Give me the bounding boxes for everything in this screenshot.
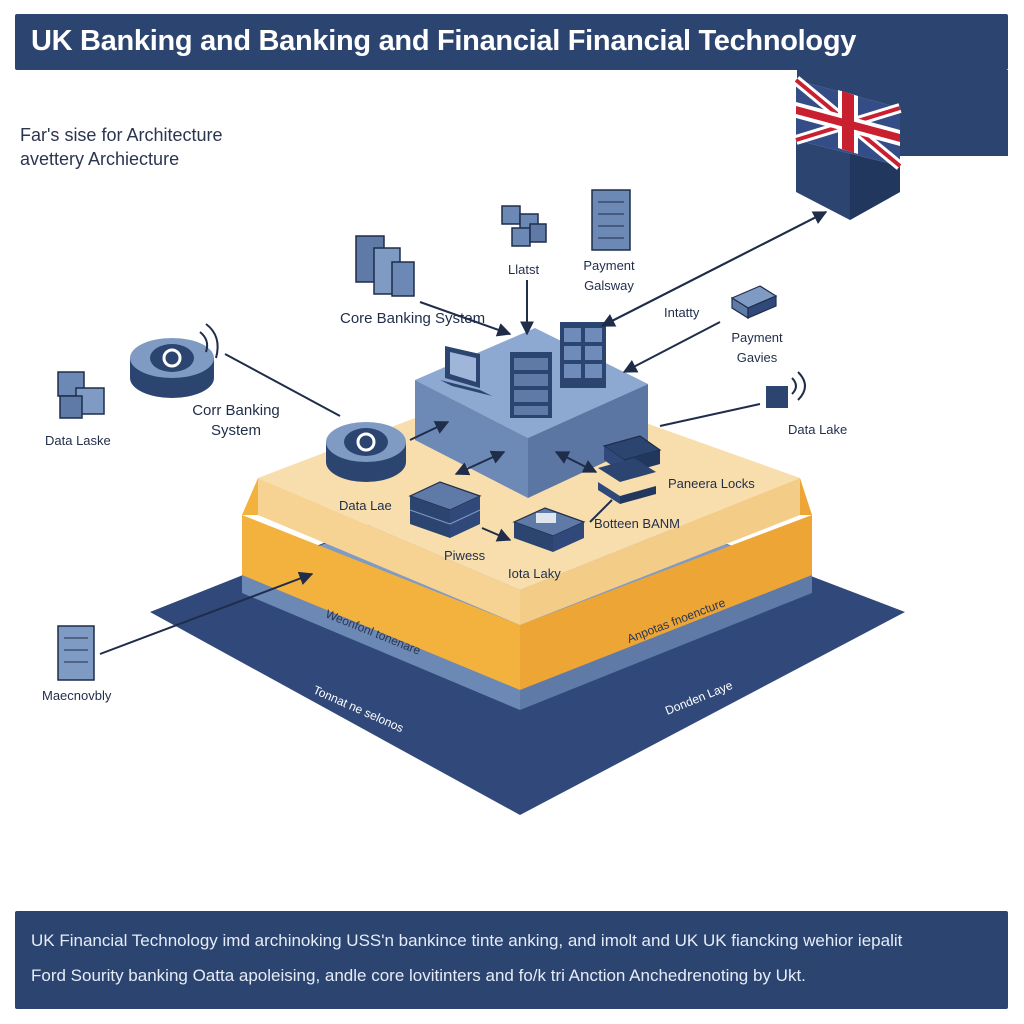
label-paneera-locks: Paneera Locks xyxy=(668,476,755,491)
wireless-device-icon xyxy=(766,371,806,408)
core-banking-server-icon xyxy=(355,235,415,297)
steel-layer-left xyxy=(242,575,520,710)
cream-layer-right xyxy=(520,478,800,625)
label-data-lae: Data Lae xyxy=(339,498,392,513)
data-lake-cubes-icon xyxy=(57,371,105,419)
pivess-stack-icon xyxy=(408,481,482,538)
iota-lake-stack-icon xyxy=(512,507,586,552)
subtitle-line-2: avettery Archiecture xyxy=(20,149,180,169)
core-banking-disk-icon xyxy=(130,323,219,398)
server-rack-icon xyxy=(560,322,606,388)
footer-line-2: Ford Sourity banking Oatta apoleising, a… xyxy=(31,966,806,985)
label-payment-gateway: Payment Galsway xyxy=(583,258,635,293)
label-corr-banking-system: Corr Banking System xyxy=(192,402,280,439)
title-bar: UK Banking and Banking and Financial Fin… xyxy=(15,14,1008,70)
page-title: UK Banking and Banking and Financial Fin… xyxy=(31,25,857,57)
label-data-laske: Data Laske xyxy=(45,433,111,448)
label-payment-gavies: Payment Gavies xyxy=(731,330,783,365)
laptop-icon xyxy=(440,346,492,396)
maecnovbly-server-icon xyxy=(57,625,95,681)
payment-gateway-server-icon xyxy=(591,189,631,251)
footer-line-1: UK Financial Technology imd archinoking … xyxy=(31,931,903,950)
payment-stack-icon xyxy=(730,285,778,320)
subtitle: Far's sise for Architecture avettery Arc… xyxy=(20,123,223,171)
steel-layer-right xyxy=(520,575,812,710)
subtitle-line-1: Far's sise for Architecture xyxy=(20,125,223,145)
label-core-banking-system: Core Banking System xyxy=(340,310,486,327)
label-latest: Llatst xyxy=(508,262,540,277)
cubes-icon xyxy=(501,205,547,247)
footer-panel: UK Financial Technology imd archinoking … xyxy=(15,911,1008,1009)
label-botteen-banm: Botteen BANM xyxy=(594,516,680,531)
uk-flag-icon xyxy=(792,76,904,220)
data-lake-disk-icon xyxy=(326,422,406,482)
label-maecnovbly: Maecnovbly xyxy=(42,688,112,703)
cream-layer-left xyxy=(258,478,520,625)
label-intatity: Intatty xyxy=(664,305,700,320)
panera-locks-stack-icon xyxy=(598,435,662,504)
label-piwess: Piwess xyxy=(444,548,486,563)
label-iota-laky: Iota Laky xyxy=(508,566,561,581)
label-data-lake: Data Lake xyxy=(788,422,848,437)
server-rack-icon xyxy=(510,352,552,418)
orange-layer-left xyxy=(242,515,520,690)
orange-layer-right xyxy=(520,515,812,690)
